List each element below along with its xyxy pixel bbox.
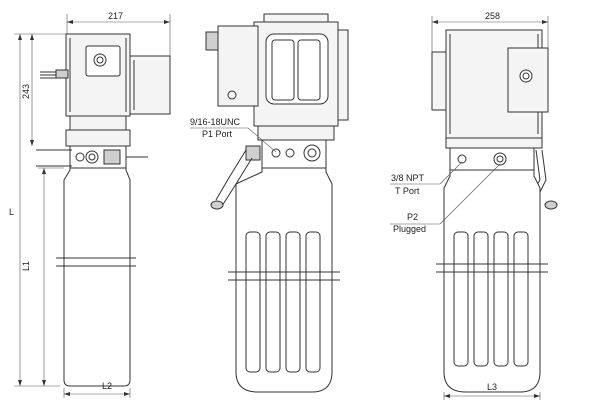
- p1-port-label: P1 Port: [202, 129, 233, 139]
- front-view: 217 L 243 L1: [9, 11, 171, 398]
- p2-state-label: Plugged: [393, 224, 426, 234]
- overall-length-label: L: [9, 207, 14, 217]
- oil-tank: [63, 167, 131, 387]
- side-view: 258 L3: [390, 11, 558, 400]
- terminal-box: [129, 55, 171, 115]
- front-width-label: 217: [108, 11, 123, 21]
- t-port-label: T Port: [395, 186, 420, 196]
- t-thread-label: 3/8 NPT: [391, 173, 425, 183]
- terminal-box-center: [217, 25, 259, 107]
- valve-block-side: [449, 147, 535, 171]
- tank-width-side-label: L3: [487, 382, 497, 392]
- tank-length-label: L1: [21, 261, 31, 271]
- tank-width-front-label: L2: [102, 381, 112, 391]
- center-view: 9/16-18UNC P1 Port: [190, 13, 349, 393]
- p2-label: P2: [407, 212, 418, 222]
- motor-height-label: 243: [21, 84, 31, 99]
- p1-thread-label: 9/16-18UNC: [190, 117, 241, 127]
- side-width-label: 258: [485, 11, 500, 21]
